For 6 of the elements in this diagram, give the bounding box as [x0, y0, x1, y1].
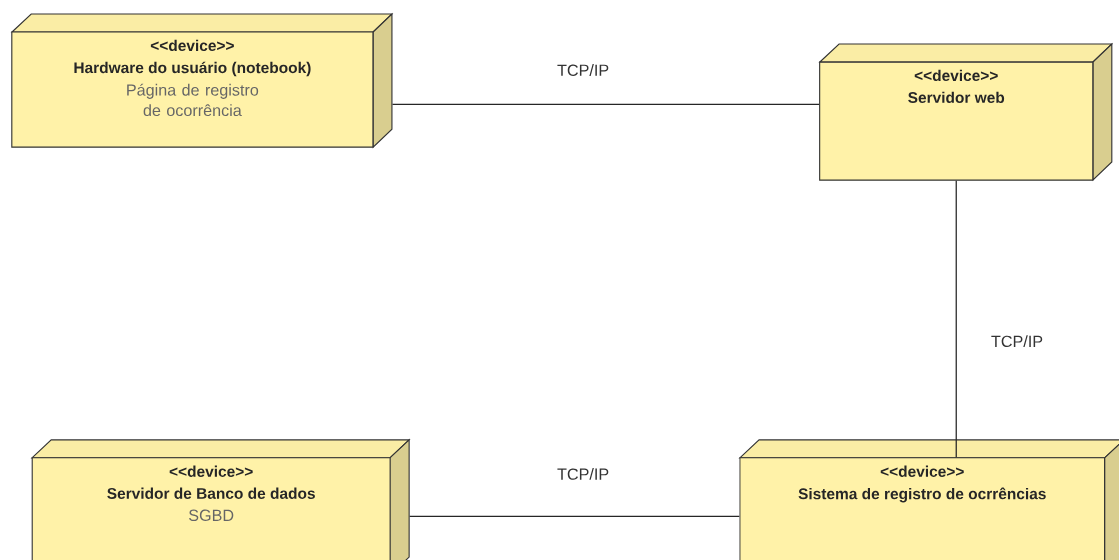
connector-line	[409, 515, 740, 517]
connector-line	[955, 180, 957, 458]
edge-label: TCP/IP	[555, 62, 611, 78]
edge-label: TCP/IP	[555, 466, 611, 482]
edge-label: TCP/IP	[989, 333, 1045, 349]
connector-line	[391, 103, 820, 106]
